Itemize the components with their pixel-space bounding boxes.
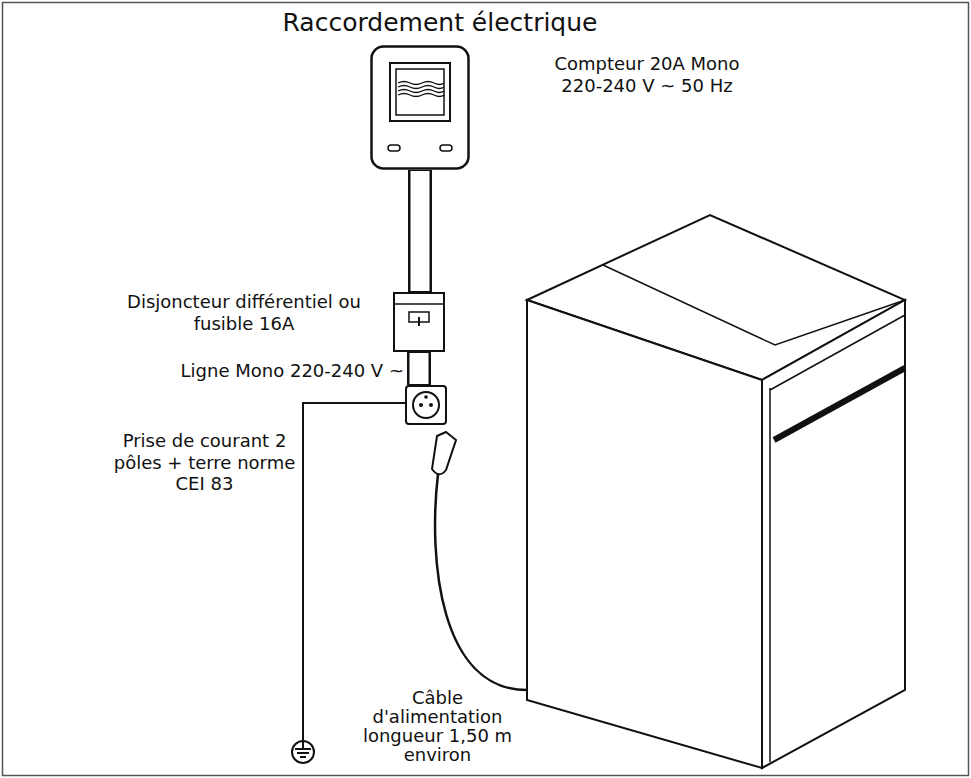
node-outline xyxy=(405,385,447,425)
meter-wave xyxy=(398,86,444,89)
ground-stem xyxy=(302,741,304,749)
line-label: Ligne Mono 220-240 V ~ xyxy=(181,360,404,382)
ground-circle xyxy=(292,741,314,763)
ground-bar xyxy=(297,752,309,754)
ground-bar xyxy=(295,748,311,750)
meter-body xyxy=(372,47,469,169)
meter-slot xyxy=(440,145,452,151)
node-outline xyxy=(370,45,470,170)
ground-wire xyxy=(303,403,405,740)
conduit-fill xyxy=(411,171,430,291)
socket-hole xyxy=(419,403,423,407)
meter-wave xyxy=(398,90,444,93)
socket-hole xyxy=(429,403,433,407)
socket-plate xyxy=(406,386,446,424)
socket-earth-pin xyxy=(424,395,428,399)
plug xyxy=(432,432,456,474)
diagram-title: Raccordement électrique xyxy=(0,8,880,38)
ground-bar xyxy=(300,756,306,758)
socket-node: Prise de courant 2 pôles + terre norme C… xyxy=(405,385,447,425)
node-outline xyxy=(393,292,445,352)
meter-wave xyxy=(398,94,444,97)
meter-window xyxy=(390,63,450,121)
conduit-group xyxy=(419,352,420,385)
power-cable xyxy=(435,474,527,690)
oven-door-edge xyxy=(769,388,771,762)
socket-well xyxy=(413,392,439,418)
oven-handle xyxy=(774,368,905,440)
oven-side xyxy=(527,300,762,768)
meter-dial xyxy=(396,69,444,115)
frame-border xyxy=(3,3,969,776)
conduit-fill xyxy=(410,353,429,384)
breaker-node: Disjoncteur différentiel ou fusible 16A xyxy=(393,292,445,352)
breaker-body xyxy=(394,293,444,351)
meter-slot xyxy=(388,145,400,151)
node-label: Compteur 20A Mono 220-240 V ~ 50 Hz xyxy=(542,53,752,96)
cable-label: Câble d'alimentation longueur 1,50 m env… xyxy=(350,688,525,764)
conduit xyxy=(408,170,432,292)
oven-front xyxy=(762,300,905,768)
node-label: Prise de courant 2 pôles + terre norme C… xyxy=(112,430,297,495)
breaker-line xyxy=(394,303,444,305)
meter-node: Compteur 20A Mono 220-240 V ~ 50 Hz xyxy=(370,45,470,170)
conduit-group xyxy=(420,170,421,292)
meter-wave xyxy=(398,82,444,85)
conduit xyxy=(407,352,431,385)
breaker-lever xyxy=(418,317,420,326)
ground-symbol xyxy=(292,741,314,763)
oven-illustration xyxy=(527,215,905,768)
node-label: Disjoncteur différentiel ou fusible 16A xyxy=(99,291,389,334)
